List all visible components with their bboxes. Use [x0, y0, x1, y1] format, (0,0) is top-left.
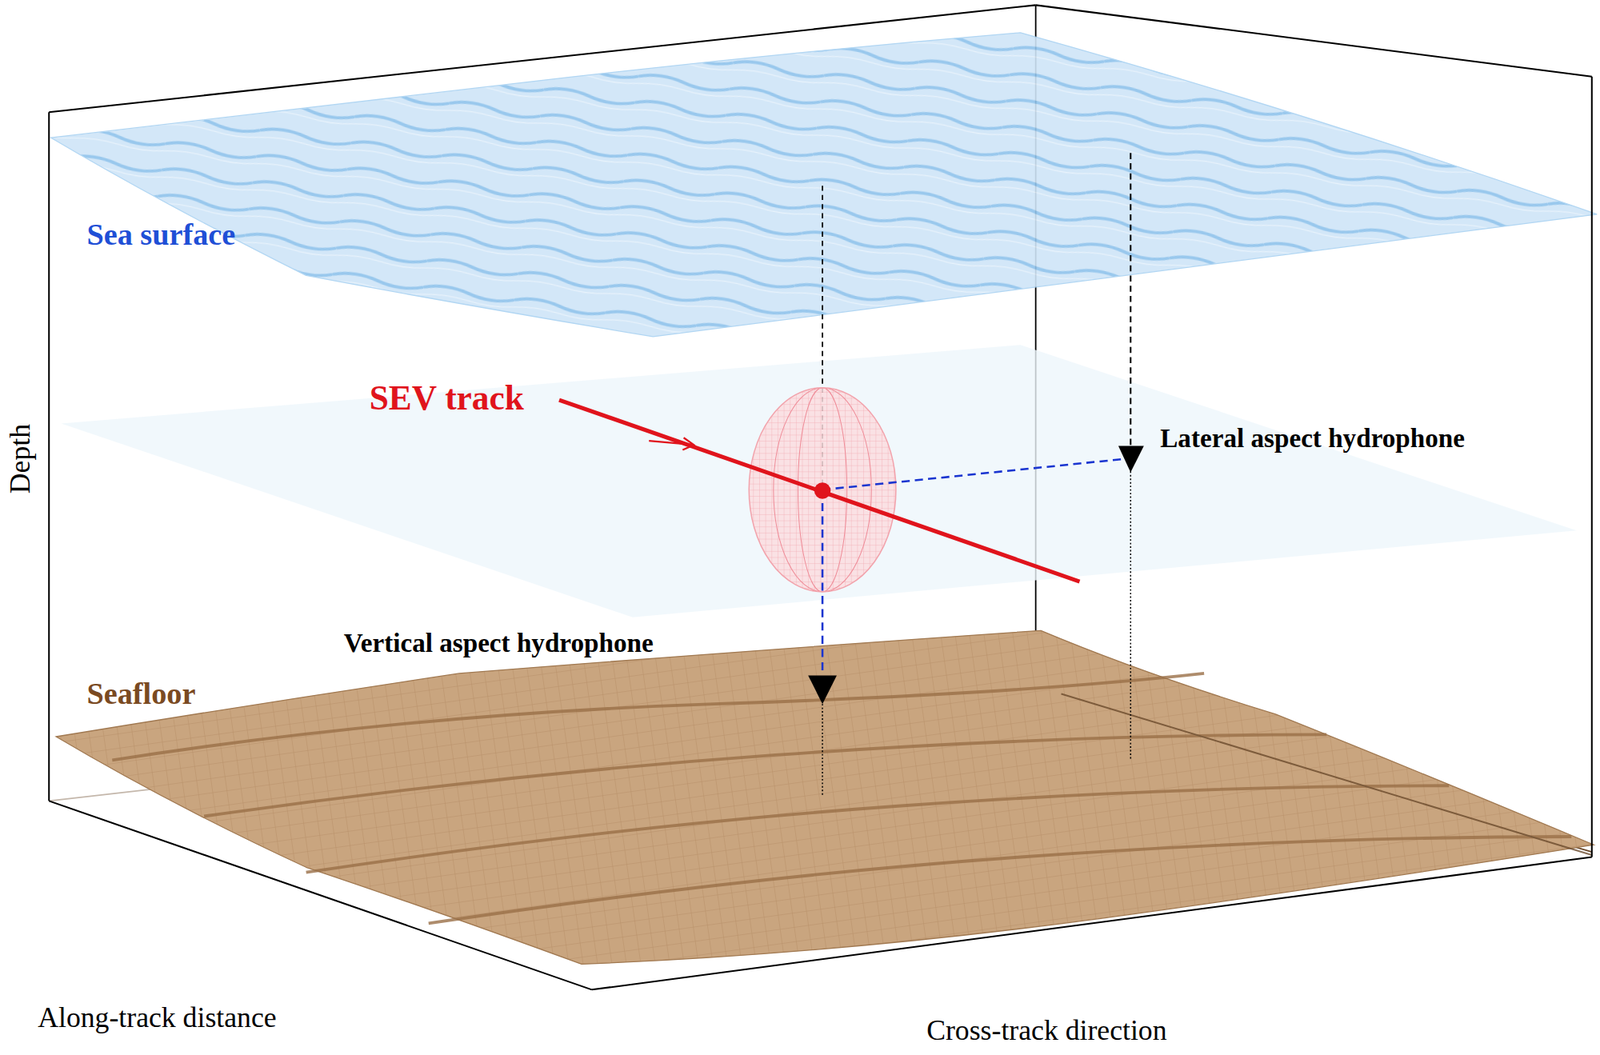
region-label: Seafloor — [86, 676, 196, 712]
ridge — [112, 673, 1204, 760]
hydrophone-label: Vertical aspect hydrophone — [344, 628, 654, 659]
box-front-edges — [48, 4, 1592, 990]
axis-label: Cross-track direction — [926, 1014, 1167, 1048]
sev-source — [814, 482, 831, 499]
hydrophone-marker — [808, 675, 837, 704]
mooring-line — [1129, 471, 1132, 760]
box-edge — [48, 112, 50, 801]
box-edge — [1591, 76, 1593, 858]
sev-track — [559, 400, 1080, 582]
ridge — [204, 734, 1327, 816]
box-edge — [592, 857, 1592, 991]
ridge — [306, 785, 1450, 872]
box-edge — [48, 800, 592, 990]
seafloor — [56, 630, 1594, 964]
depth-plane — [61, 344, 1577, 618]
sea-surface — [51, 32, 1597, 337]
axis-label: Depth — [4, 424, 37, 494]
vertical-range — [821, 489, 824, 676]
hydrophone-marker — [1118, 445, 1144, 472]
track-label: SEV track — [369, 378, 524, 419]
mooring-line — [821, 704, 824, 796]
lateral-range — [822, 459, 1123, 490]
drop-line — [1129, 152, 1132, 447]
axis-label: Along-track distance — [37, 1001, 276, 1035]
direction-arrow — [648, 437, 694, 450]
hydrophone-label: Lateral aspect hydrophone — [1160, 423, 1465, 454]
ridge — [1061, 693, 1592, 856]
box-edge — [1036, 4, 1592, 76]
ridge — [428, 836, 1572, 924]
region-label: Sea surface — [86, 216, 236, 252]
box-edge — [48, 4, 1036, 112]
